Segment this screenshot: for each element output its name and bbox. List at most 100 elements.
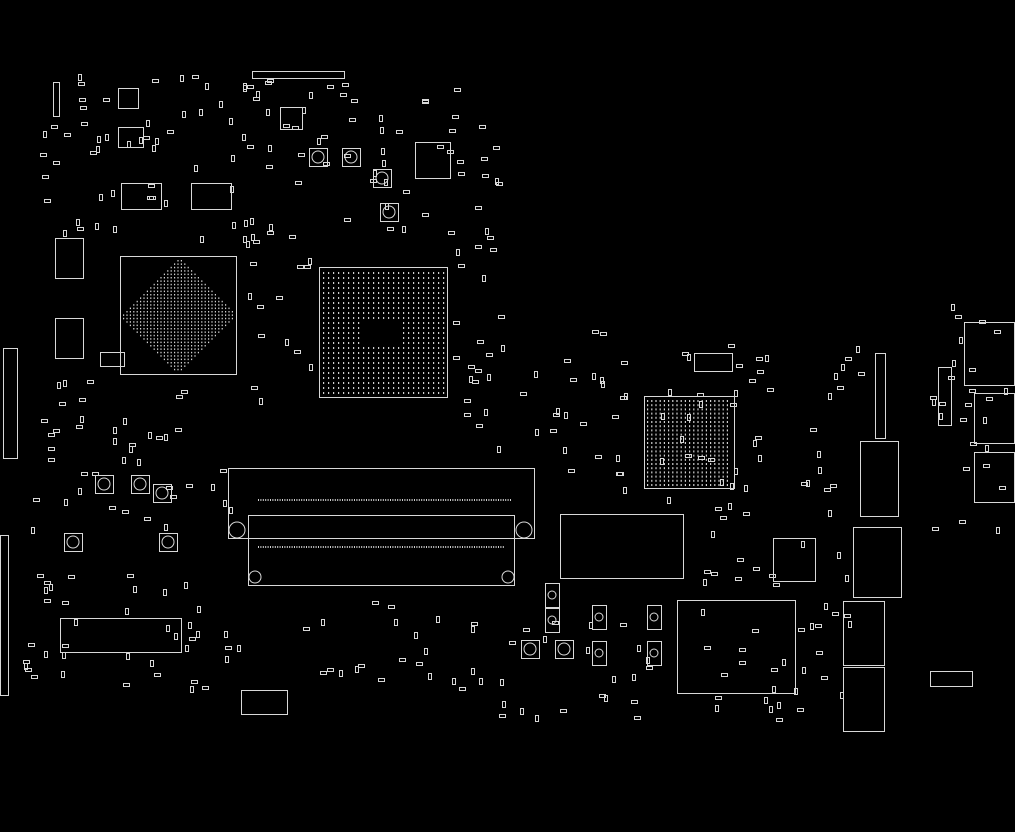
pad	[423, 287, 425, 289]
passive-component	[669, 390, 672, 396]
pad	[214, 304, 216, 306]
power-connector	[931, 672, 973, 687]
pad	[433, 352, 435, 354]
component-outline	[695, 354, 733, 372]
pad	[358, 372, 360, 374]
pad	[343, 352, 345, 354]
pad	[180, 307, 182, 310]
pad	[672, 450, 674, 453]
pad	[177, 283, 179, 286]
pad	[659, 454, 661, 457]
pad	[201, 338, 203, 340]
passive-component	[49, 459, 55, 462]
passive-component	[940, 403, 946, 406]
passive-component	[230, 508, 233, 514]
pad	[267, 499, 269, 501]
passive-component	[803, 668, 806, 674]
pad	[343, 387, 345, 389]
pad	[403, 292, 405, 294]
pad	[676, 442, 678, 444]
pad	[187, 355, 189, 357]
pad	[672, 408, 674, 411]
pad	[722, 442, 724, 444]
passive-component	[232, 156, 235, 162]
pad	[668, 458, 670, 461]
pad	[655, 454, 657, 457]
passive-component	[417, 663, 423, 666]
pad	[228, 314, 230, 316]
pad	[697, 463, 699, 465]
pad	[726, 412, 728, 415]
passive-component	[386, 204, 389, 210]
pad	[363, 377, 365, 379]
passive-component	[772, 669, 778, 672]
pad	[338, 362, 340, 364]
pad	[177, 294, 179, 296]
passive-components-cluster	[454, 237, 505, 325]
pad	[363, 357, 365, 359]
pad	[218, 328, 220, 330]
pad	[510, 499, 511, 501]
pad	[383, 292, 385, 294]
pad	[416, 546, 418, 548]
pad	[204, 341, 206, 344]
pad	[333, 307, 335, 309]
pad	[187, 304, 189, 306]
pad	[343, 282, 345, 284]
passive-components-cluster	[601, 345, 774, 520]
pad	[143, 338, 145, 340]
pad	[718, 421, 720, 423]
passive-component	[459, 265, 465, 268]
pad	[697, 429, 699, 432]
pad	[187, 345, 189, 347]
pad	[433, 392, 435, 394]
pad	[191, 300, 193, 303]
pad	[143, 314, 145, 316]
pad	[433, 347, 435, 349]
header-top-left	[54, 83, 60, 117]
pad	[433, 357, 435, 359]
pad	[225, 321, 227, 323]
pad	[153, 341, 155, 344]
dimm-socket-top	[258, 499, 511, 501]
pad	[353, 357, 355, 359]
pad	[373, 347, 375, 349]
pad	[353, 302, 355, 304]
pad	[343, 377, 345, 379]
pad	[358, 377, 360, 379]
pad	[174, 338, 176, 340]
pad	[323, 312, 325, 314]
pad	[718, 446, 720, 449]
passive-component	[26, 669, 32, 672]
pad	[170, 304, 172, 306]
pad	[676, 450, 678, 453]
pad	[443, 327, 445, 329]
pad	[438, 367, 440, 369]
pad	[373, 307, 375, 309]
pad	[180, 297, 182, 299]
pad	[136, 307, 138, 310]
pad	[349, 499, 351, 501]
pad	[170, 294, 172, 296]
dimm-socket-top-outline	[229, 469, 535, 539]
pad	[146, 334, 148, 337]
passive-component	[825, 489, 831, 492]
pad	[353, 322, 355, 324]
pad	[177, 290, 179, 293]
pad	[174, 297, 176, 299]
pad	[418, 292, 420, 294]
pad	[701, 454, 703, 457]
pad	[471, 546, 473, 548]
pad	[697, 437, 699, 440]
pad	[177, 334, 179, 337]
pad	[388, 272, 390, 274]
pad	[655, 400, 657, 402]
pad	[184, 290, 186, 293]
pad	[726, 446, 728, 449]
pad	[225, 324, 227, 327]
passive-component	[200, 110, 203, 116]
pad	[388, 372, 390, 374]
pad	[358, 337, 360, 339]
pad	[393, 372, 395, 374]
